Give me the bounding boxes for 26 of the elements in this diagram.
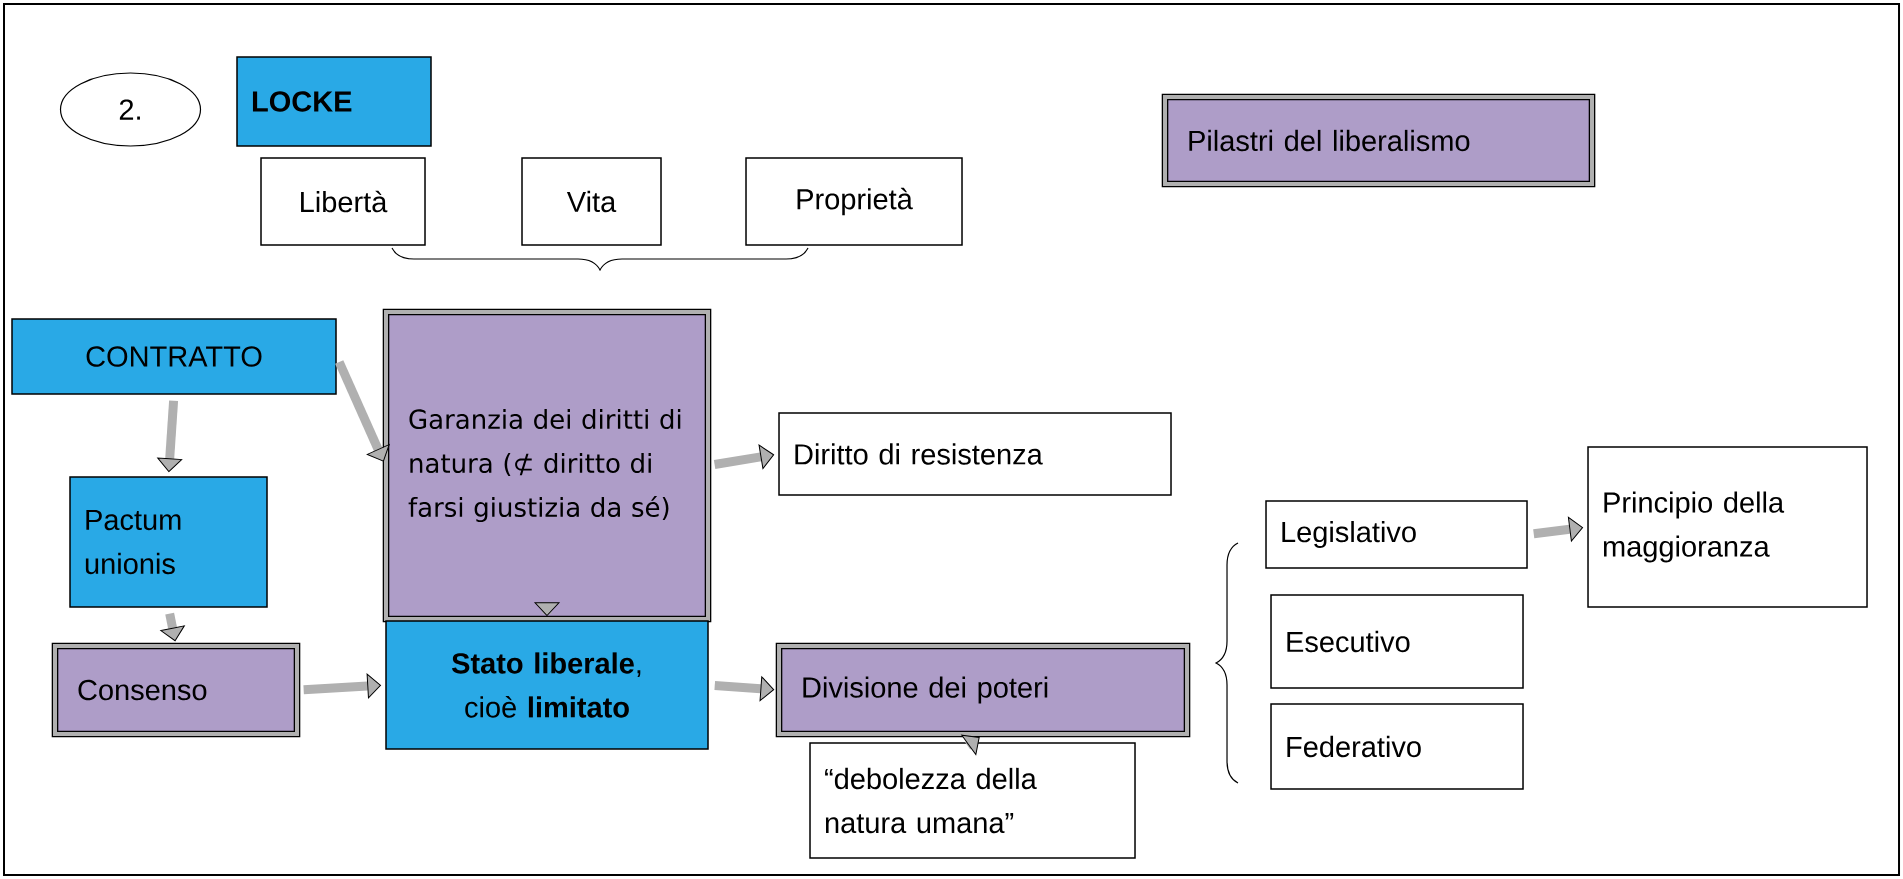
block-arrow xyxy=(961,734,980,756)
title-box: LOCKE xyxy=(236,56,432,147)
concept-box: Legislativo xyxy=(1265,500,1528,569)
block-arrow xyxy=(303,673,382,699)
pillar-box: Divisione dei poteri xyxy=(775,642,1191,738)
concept-box: Esecutivo xyxy=(1270,594,1524,689)
concept-box: CONTRATTO xyxy=(11,318,337,395)
concept-box: Diritto di resistenza xyxy=(778,412,1172,496)
block-arrow xyxy=(713,444,775,470)
pillar-box: Consenso xyxy=(51,642,301,738)
concept-box: Pactum unionis xyxy=(69,476,268,608)
block-arrow xyxy=(1533,516,1584,542)
concept-box: Libertà xyxy=(260,157,426,246)
block-arrow xyxy=(714,676,775,702)
concept-box: Stato liberale, cioè limitato xyxy=(385,620,709,750)
concept-box: Vita xyxy=(521,157,662,246)
concept-box: “debolezza della natura umana” xyxy=(809,742,1136,859)
pillar-box: Garanzia dei diritti di natura (⊄ diritto di farsi giustizia da sé) xyxy=(382,308,712,623)
block-arrow xyxy=(534,602,560,616)
concept-box: Proprietà xyxy=(745,157,963,246)
key-box: Pilastri del liberalismo xyxy=(1161,93,1596,188)
block-arrow xyxy=(335,360,390,462)
concept-box: Principio della maggioranza xyxy=(1587,446,1868,608)
block-arrow xyxy=(157,400,183,473)
block-arrow xyxy=(160,612,185,642)
concept-box: Federativo xyxy=(1270,703,1524,790)
